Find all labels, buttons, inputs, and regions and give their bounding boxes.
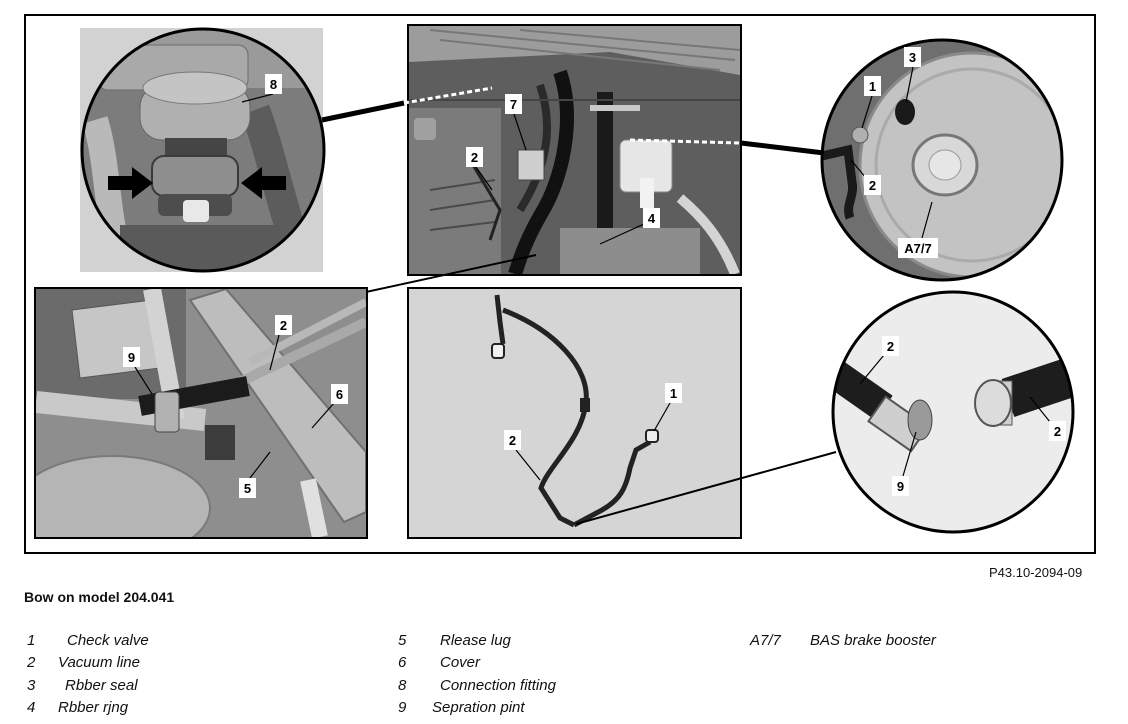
legend-number: 6 — [398, 654, 407, 671]
legend-label: Cover — [440, 654, 481, 671]
svg-text:4: 4 — [648, 211, 656, 226]
callout-label: 1 — [864, 76, 881, 96]
callout-label: 2 — [882, 336, 899, 356]
photo-engine-bay — [407, 24, 742, 276]
callout-label: 2 — [275, 315, 292, 335]
svg-text:2: 2 — [471, 150, 478, 165]
drawing-vacuum-line-routing — [407, 287, 742, 539]
callout-label: A7/7 — [898, 238, 938, 258]
legend-label: Rbber seal — [65, 677, 138, 694]
callout-label: 3 — [904, 47, 921, 67]
legend-label: Rbber rjng — [58, 699, 129, 716]
callout-label: 7 — [505, 94, 522, 114]
legend-number: 3 — [27, 677, 36, 694]
svg-text:2: 2 — [887, 339, 894, 354]
photo-connection-fitting-detail — [80, 27, 326, 273]
callout-label: 2 — [504, 430, 521, 450]
svg-text:A7/7: A7/7 — [904, 241, 931, 256]
svg-text:8: 8 — [270, 77, 277, 92]
legend-number: 2 — [27, 654, 36, 671]
figure-caption: Bow on model 204.041 — [24, 589, 175, 605]
legend-number: 5 — [398, 632, 407, 649]
callout-label: 2 — [1049, 421, 1066, 441]
photo-brake-booster-detail — [820, 38, 1064, 282]
legend-label: Vacuum line — [58, 654, 140, 671]
svg-text:1: 1 — [670, 386, 677, 401]
svg-text:7: 7 — [510, 97, 517, 112]
callout-label: 8 — [265, 74, 282, 94]
callout-label: 4 — [643, 208, 660, 228]
callout-label: 1 — [665, 383, 682, 403]
legend-number: 4 — [27, 699, 36, 716]
callout-label: 9 — [892, 476, 909, 496]
svg-text:2: 2 — [1054, 424, 1061, 439]
svg-text:1: 1 — [869, 79, 876, 94]
svg-text:2: 2 — [280, 318, 287, 333]
legend-number: A7/7 — [750, 632, 781, 649]
svg-text:2: 2 — [509, 433, 516, 448]
legend-number: 8 — [398, 677, 407, 694]
svg-text:6: 6 — [336, 387, 343, 402]
leader-lines — [321, 86, 837, 525]
legend-label: BAS brake booster — [810, 632, 936, 649]
legend-number: 1 — [27, 632, 36, 649]
figure-illustration: 8 7 2 4 3 1 2 A7/7 2 9 6 5 1 2 2 2 9 — [24, 14, 1096, 554]
legend-number: 9 — [398, 699, 407, 716]
svg-text:5: 5 — [244, 481, 251, 496]
photo-separation-point — [34, 287, 368, 539]
callout-label: 5 — [239, 478, 256, 498]
svg-text:3: 3 — [909, 50, 916, 65]
callout-label: 2 — [466, 147, 483, 167]
arrow-right-icon — [108, 167, 153, 199]
figure-code: P43.10-2094-09 — [989, 565, 1083, 580]
callout-label: 9 — [123, 347, 140, 367]
svg-text:9: 9 — [897, 479, 904, 494]
legend-label: Sepration pint — [432, 699, 525, 716]
legend-label: Rlease lug — [440, 632, 511, 649]
callout-label: 2 — [864, 175, 881, 195]
svg-text:2: 2 — [869, 178, 876, 193]
callout-pointers — [134, 66, 1051, 481]
callout-label: 6 — [331, 384, 348, 404]
svg-text:9: 9 — [128, 350, 135, 365]
legend-label: Connection fitting — [440, 677, 556, 694]
arrow-left-icon — [241, 167, 286, 199]
photo-separated-line-detail — [831, 290, 1075, 534]
legend-label: Check valve — [67, 632, 149, 649]
